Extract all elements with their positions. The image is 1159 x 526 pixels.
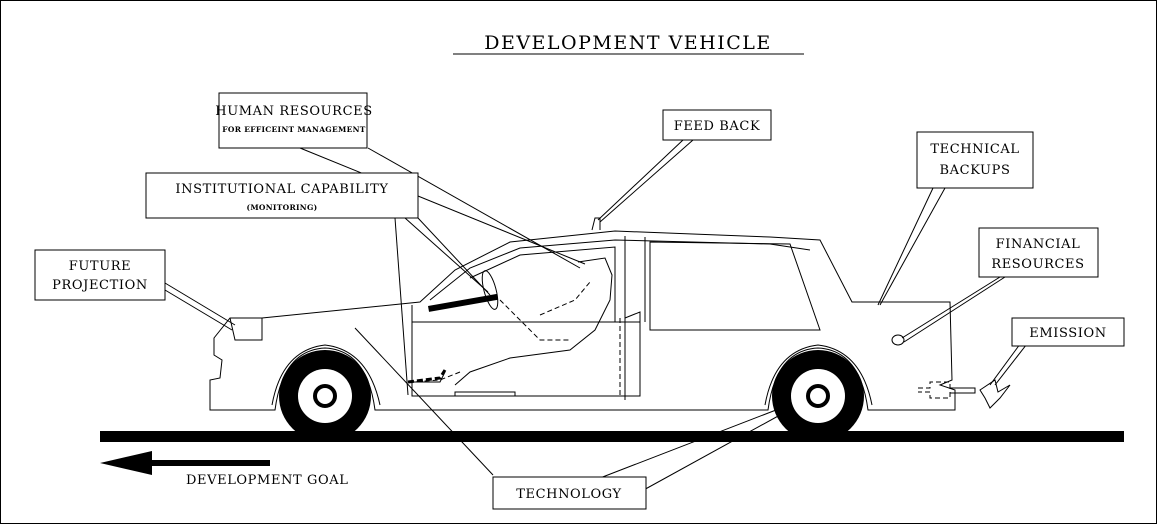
technology-box: TECHNOLOGY: [492, 476, 647, 510]
fuel-cap: [891, 334, 905, 346]
exhaust-pipe: [918, 381, 951, 399]
steering-wheel: [481, 270, 499, 310]
pedal: [407, 369, 447, 384]
car-front-bumper: [229, 317, 263, 341]
front-arch: [271, 344, 381, 406]
resources-label: RESOURCES: [991, 257, 1084, 272]
exhaust: [918, 379, 1011, 409]
institutional-capability-box: INSTITUTIONAL CAPABILITY (MONITORING): [145, 172, 419, 219]
development-goal-label: DEVELOPMENT GOAL: [186, 473, 348, 488]
leader-lines: [164, 139, 1031, 493]
institutional-capability-sublabel: (MONITORING): [246, 203, 317, 212]
technical-backups-box: TECHNICAL BACKUPS: [916, 131, 1034, 189]
emission-puff: [979, 379, 1011, 409]
technology-label: TECHNOLOGY: [516, 487, 622, 502]
financial-label: FINANCIAL: [996, 237, 1081, 252]
human-resources-label: HUMAN RESOURCES: [215, 104, 372, 119]
rear-arch: [764, 344, 873, 406]
projection-label: PROJECTION: [52, 278, 148, 293]
car-roof-line: [429, 239, 811, 301]
seat-base: [454, 391, 516, 397]
front-wheel: [279, 350, 371, 442]
technical-label: TECHNICAL: [930, 142, 1019, 157]
emission-label: EMISSION: [1029, 326, 1107, 341]
driver: [407, 257, 613, 397]
car-rear-window: [649, 241, 821, 331]
development-goal-arrow: [100, 451, 270, 475]
feed-back-box: FEED BACK: [662, 109, 772, 141]
car-front-window: [469, 246, 616, 323]
backups-label: BACKUPS: [940, 163, 1011, 178]
human-resources-box: HUMAN RESOURCES FOR EFFICEINT MANAGEMENT: [215, 92, 372, 149]
rear-wheel: [772, 350, 864, 442]
diagram-title: DEVELOPMENT VEHICLE: [484, 32, 772, 54]
emission-box: EMISSION: [1011, 317, 1125, 347]
feed-back-label: FEED BACK: [674, 119, 761, 134]
driver-figure: [454, 257, 613, 386]
driver-dash: [409, 281, 591, 383]
institutional-capability-label: INSTITUTIONAL CAPABILITY: [175, 182, 388, 197]
future-projection-box: FUTURE PROJECTION: [34, 249, 166, 301]
road: [100, 431, 1124, 442]
car-door: [411, 305, 641, 397]
exhaust-tip: [950, 387, 976, 394]
car-antenna: [591, 217, 601, 231]
human-resources-sublabel: FOR EFFICEINT MANAGEMENT: [222, 125, 366, 134]
future-label: FUTURE: [69, 259, 131, 274]
financial-resources-box: FINANCIAL RESOURCES: [978, 227, 1099, 278]
steering-column: [428, 293, 498, 312]
